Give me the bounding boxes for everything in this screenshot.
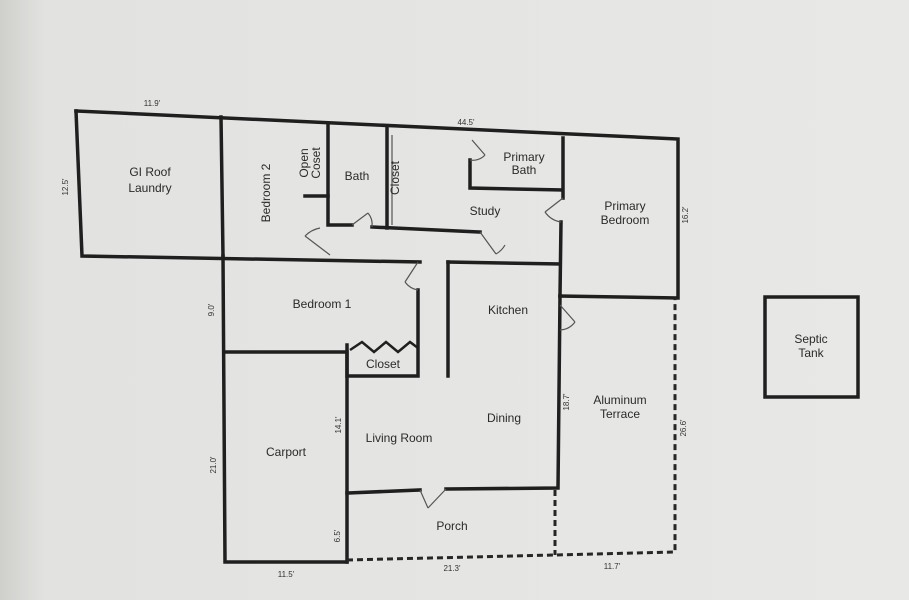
bedroom2-label: Bedroom 2 [259,163,273,222]
dim-top-left: 11.9' [144,99,161,108]
primary-bath-label: Primary [503,150,544,164]
open-closet-label: Open [297,148,311,177]
dim-bottom-terrace: 11.7' [604,562,621,571]
dining-label: Dining [487,411,521,425]
closet-top-label: Closet [388,160,402,195]
dim-terrace-outer: 26.6' [679,419,688,437]
terrace-label-2: Terrace [600,407,640,421]
dim-bedroom1: 9.0' [207,303,216,316]
primary-bedroom-label-2: Bedroom [601,213,650,227]
room-labels: GI Roof Laundry Bedroom 2 Open Coset Bat… [128,147,827,533]
porch-label: Porch [436,519,467,533]
dimension-labels: 11.9' 44.5' 12.5' 16.2' 9.0' 21.0' 14.1'… [61,99,690,579]
primary-bedroom-label: Primary [604,199,645,213]
living-room-label: Living Room [366,431,433,445]
bedroom1-label: Bedroom 1 [293,297,352,311]
terrace-label: Aluminum [593,393,646,407]
dim-bottom-porch: 21.3' [443,564,461,573]
dim-primary-bedroom: 16.2' [681,206,690,224]
carport-label: Carport [266,445,307,459]
doors [304,135,576,509]
bath-label: Bath [345,169,370,183]
dim-carport-side: 21.0' [209,456,218,474]
dim-left: 12.5' [61,178,70,196]
dim-living: 14.1' [334,416,343,434]
septic-tank-label: Septic [794,332,827,346]
dim-terrace-inner: 18.7' [562,393,571,411]
walls [74,109,860,564]
dim-top: 44.5' [457,118,475,127]
open-closet-label-2: Coset [309,147,323,179]
laundry-label-2: Laundry [128,181,171,195]
primary-bath-label-2: Bath [512,163,537,177]
dim-porch-side: 6.5' [333,529,342,542]
study-label: Study [470,204,501,218]
septic-tank-label-2: Tank [798,346,824,360]
dim-bottom-carport: 11.5' [278,570,295,579]
kitchen-label: Kitchen [488,303,528,317]
open-boundaries [346,298,677,562]
laundry-label: GI Roof [129,165,171,179]
closet-mid-label: Closet [366,357,401,371]
